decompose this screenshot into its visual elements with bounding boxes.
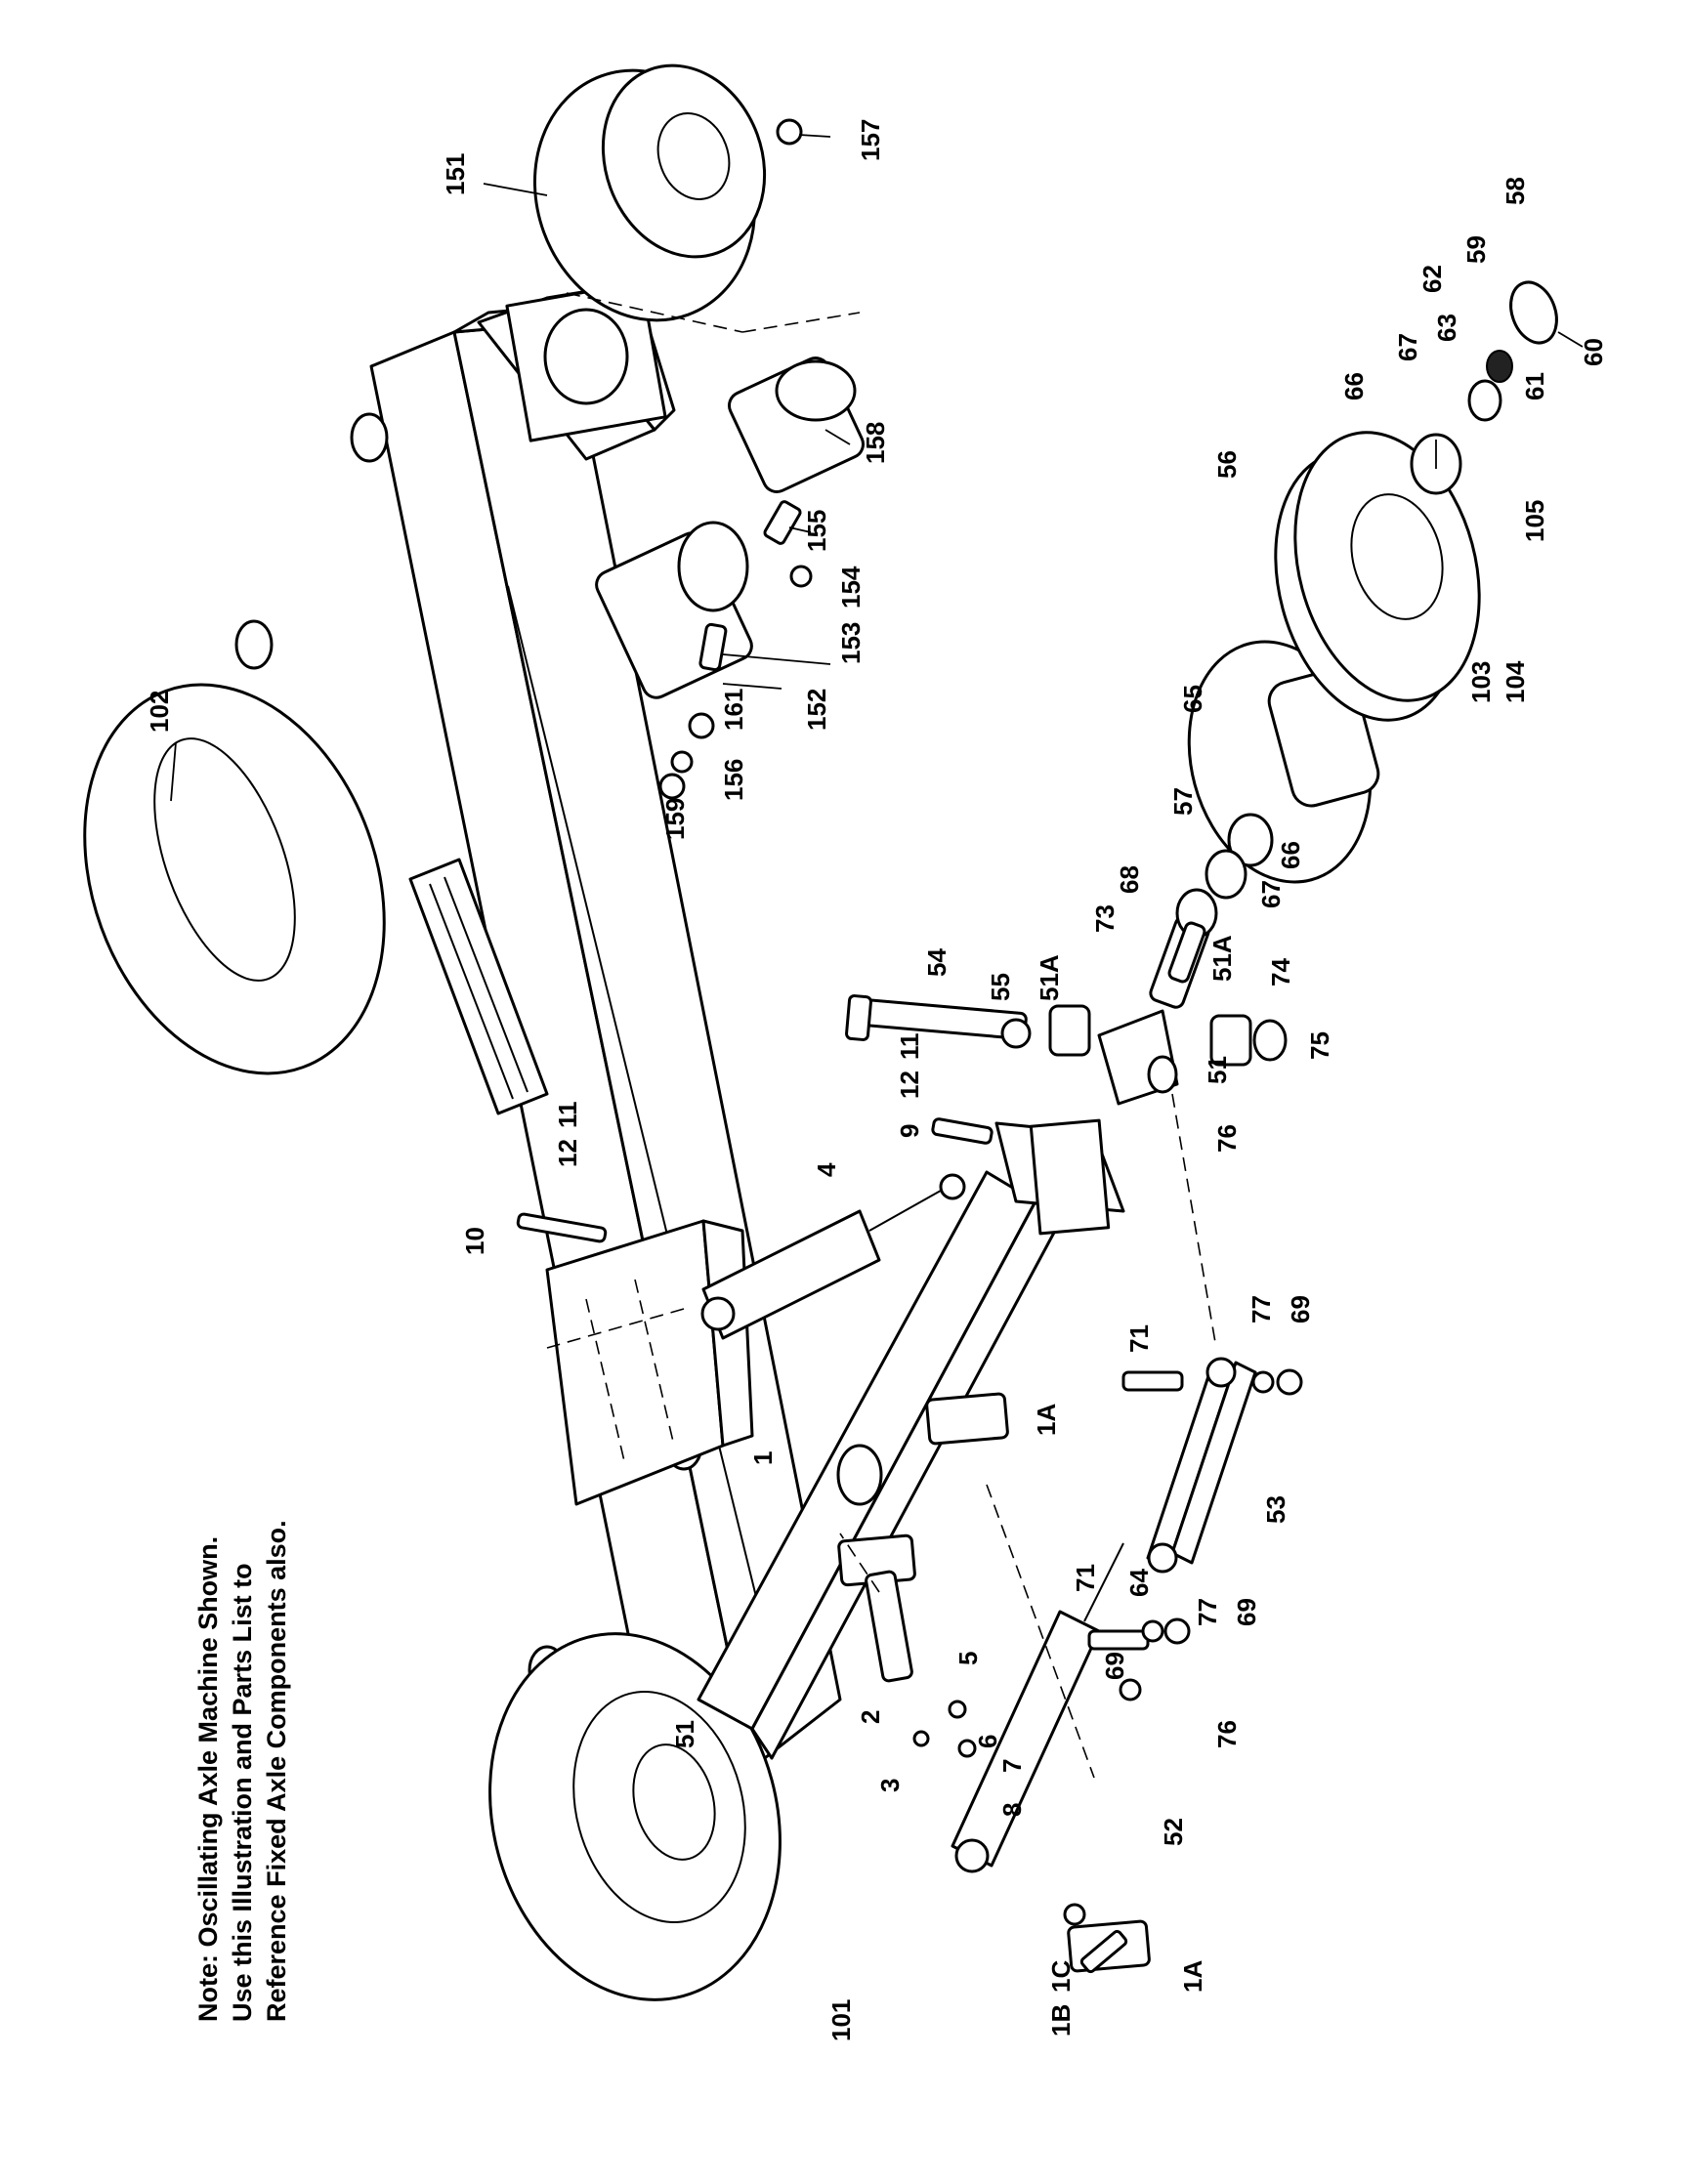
callout-71b: 71 bbox=[1071, 1564, 1100, 1592]
callout-62: 62 bbox=[1417, 265, 1447, 293]
callout-152: 152 bbox=[802, 689, 831, 731]
callout-1B: 1B bbox=[1046, 2004, 1076, 2037]
callout-67: 67 bbox=[1393, 333, 1422, 361]
drive-motor-assembly bbox=[532, 63, 865, 800]
callout-154: 154 bbox=[836, 566, 866, 609]
callout-9: 9 bbox=[895, 1124, 924, 1138]
callout-4: 4 bbox=[812, 1162, 841, 1177]
callout-61: 61 bbox=[1520, 372, 1549, 400]
callout-51A: 51A bbox=[1035, 954, 1064, 1001]
note-line-3: Reference Fixed Axle Components also. bbox=[262, 1520, 291, 2022]
small-hardware bbox=[516, 1117, 1303, 1974]
bolt-54 bbox=[845, 994, 1288, 1067]
callout-75: 75 bbox=[1305, 1031, 1334, 1060]
callout-69: 69 bbox=[1286, 1295, 1315, 1323]
callout-76b: 76 bbox=[1212, 1720, 1242, 1748]
callout-155: 155 bbox=[802, 510, 831, 552]
callout-159: 159 bbox=[660, 798, 690, 840]
callout-labels: 151 157 102 158 155 154 153 152 161 156 … bbox=[145, 119, 1608, 2041]
callout-156: 156 bbox=[719, 759, 748, 801]
steering-cylinder-4 bbox=[700, 1173, 966, 1340]
callout-69b: 69 bbox=[1232, 1598, 1261, 1626]
callout-1C: 1C bbox=[1046, 1960, 1076, 1993]
callout-153: 153 bbox=[836, 622, 866, 664]
callout-12: 12 bbox=[895, 1071, 924, 1099]
callout-51: 51 bbox=[1203, 1056, 1232, 1084]
wheel-101 bbox=[488, 1632, 782, 2001]
callout-76: 76 bbox=[1212, 1124, 1242, 1153]
callout-6: 6 bbox=[973, 1735, 1002, 1748]
note-block: Note: Oscillating Axle Machine Shown. Us… bbox=[193, 1520, 291, 2022]
callout-10: 10 bbox=[460, 1227, 489, 1255]
callout-68: 68 bbox=[1115, 865, 1144, 894]
callout-66: 66 bbox=[1339, 372, 1369, 400]
callout-56: 56 bbox=[1212, 450, 1242, 479]
callout-105: 105 bbox=[1520, 500, 1549, 542]
callout-74: 74 bbox=[1266, 958, 1295, 987]
link-53 bbox=[1146, 1357, 1257, 1574]
callout-71: 71 bbox=[1124, 1324, 1154, 1353]
assembly-lines bbox=[546, 292, 1217, 1779]
callout-52: 52 bbox=[1159, 1818, 1188, 1846]
axle-tube-upper bbox=[477, 280, 676, 461]
callout-58: 58 bbox=[1501, 177, 1530, 205]
callout-51Ab: 51A bbox=[1207, 935, 1237, 982]
callout-12b: 12 bbox=[553, 1139, 582, 1167]
callout-3: 3 bbox=[875, 1779, 905, 1792]
note-line-2: Use this Illustration and Parts List to bbox=[228, 1563, 257, 2022]
callout-60: 60 bbox=[1579, 338, 1608, 366]
callout-157: 157 bbox=[856, 119, 885, 161]
callout-54: 54 bbox=[922, 948, 951, 977]
note-line-1: Note: Oscillating Axle Machine Shown. bbox=[193, 1536, 223, 2022]
callout-69c: 69 bbox=[1100, 1652, 1129, 1680]
callout-7: 7 bbox=[997, 1759, 1027, 1773]
callout-1A: 1A bbox=[1032, 1404, 1061, 1436]
callout-63: 63 bbox=[1432, 314, 1461, 342]
callout-65: 65 bbox=[1178, 685, 1207, 713]
callout-66b: 66 bbox=[1276, 841, 1305, 869]
callout-55: 55 bbox=[986, 973, 1015, 1001]
callout-73: 73 bbox=[1090, 904, 1120, 933]
main-frame bbox=[234, 301, 842, 1814]
callout-67b: 67 bbox=[1256, 880, 1286, 908]
callout-101: 101 bbox=[826, 1999, 856, 2041]
callout-151: 151 bbox=[441, 153, 470, 195]
callout-104: 104 bbox=[1501, 660, 1530, 703]
callout-1Ab: 1A bbox=[1178, 1960, 1207, 1993]
callout-1: 1 bbox=[748, 1451, 778, 1465]
callout-64: 64 bbox=[1124, 1569, 1154, 1597]
callout-59: 59 bbox=[1461, 235, 1491, 264]
callout-51b: 51 bbox=[670, 1720, 699, 1748]
callout-8: 8 bbox=[997, 1803, 1027, 1817]
callout-11: 11 bbox=[895, 1033, 924, 1061]
callout-102: 102 bbox=[145, 691, 174, 733]
callout-2: 2 bbox=[856, 1710, 885, 1724]
callout-77b: 77 bbox=[1193, 1598, 1222, 1626]
callout-161: 161 bbox=[719, 689, 748, 731]
callout-103: 103 bbox=[1466, 661, 1496, 703]
wheel-102 bbox=[83, 683, 386, 1075]
hub-and-rim bbox=[1167, 280, 1558, 984]
callout-11b: 11 bbox=[553, 1102, 582, 1129]
callout-5: 5 bbox=[953, 1652, 983, 1665]
callout-158: 158 bbox=[861, 422, 890, 464]
callout-57: 57 bbox=[1168, 787, 1198, 816]
callout-leaders bbox=[170, 134, 1584, 802]
callout-77: 77 bbox=[1247, 1295, 1276, 1323]
callout-53: 53 bbox=[1261, 1495, 1290, 1524]
